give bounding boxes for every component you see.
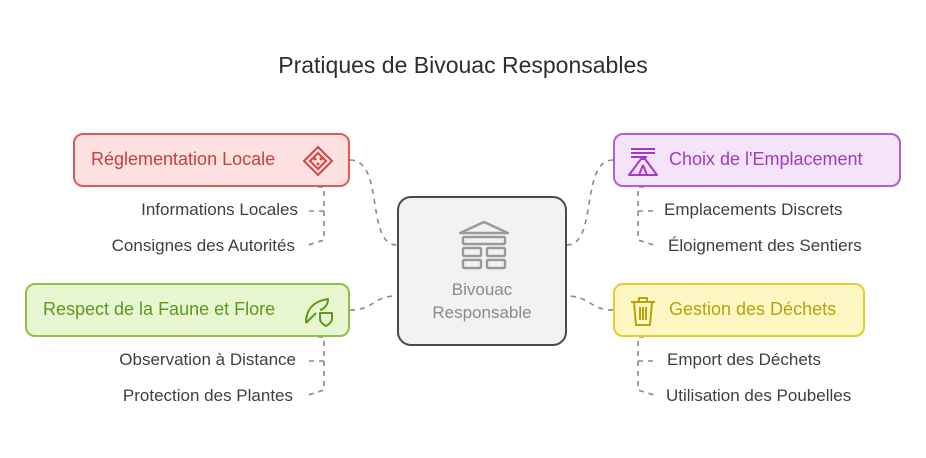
topic-choix-emplacement: Choix de l'Emplacement <box>613 133 901 187</box>
topic-reglementation-label: Réglementation Locale <box>91 149 276 169</box>
topic-dechets-label: Gestion des Déchets <box>669 299 837 319</box>
connector-faune <box>349 295 398 311</box>
leaf-shield-icon <box>305 298 333 327</box>
bracket-choix <box>637 186 658 247</box>
road-sign-icon <box>302 145 334 177</box>
connector-dechets <box>566 295 614 311</box>
sub-consignes-autorites: Consignes des Autorités <box>111 236 295 255</box>
tent-icon <box>628 148 658 176</box>
center-label-line1: Bivouac <box>451 280 513 299</box>
trash-can-icon <box>631 297 655 326</box>
sub-informations-locales: Informations Locales <box>141 200 298 219</box>
center-node: Bivouac Responsable <box>397 196 567 346</box>
connector-choix <box>566 159 614 246</box>
bracket-reglementation <box>304 186 325 247</box>
sub-emport-dechets: Emport des Déchets <box>667 350 822 369</box>
bracket-dechets <box>637 336 658 397</box>
center-label: Bivouac Responsable <box>399 278 565 324</box>
sub-observation-distance: Observation à Distance <box>119 350 296 369</box>
sub-utilisation-poubelles: Utilisation des Poubelles <box>666 386 852 405</box>
topic-reglementation: Réglementation Locale <box>73 133 350 187</box>
sub-eloignement-sentiers: Éloignement des Sentiers <box>668 236 862 255</box>
connector-reglementation <box>349 159 398 246</box>
sub-protection-plantes: Protection des Plantes <box>122 386 293 405</box>
diagram-title: Pratiques de Bivouac Responsables <box>278 52 648 78</box>
topic-choix-label: Choix de l'Emplacement <box>669 149 863 169</box>
topic-faune-label: Respect de la Faune et Flore <box>43 299 276 319</box>
center-label-line2: Responsable <box>432 303 532 322</box>
bracket-faune <box>304 336 325 397</box>
topic-gestion-dechets: Gestion des Déchets <box>613 283 865 337</box>
stacked-structure-icon <box>458 220 510 270</box>
topic-faune-flore: Respect de la Faune et Flore <box>25 283 350 337</box>
sub-emplacements-discrets: Emplacements Discrets <box>664 200 843 219</box>
